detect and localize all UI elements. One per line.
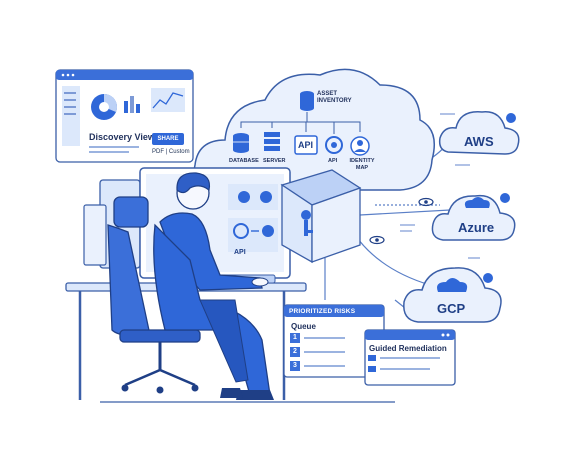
office-chair [107,196,201,394]
inventory-item-identity-map: IDENTITY MAP [349,158,375,171]
aws-cloud [438,111,520,155]
cloud-label-azure: Azure [458,220,495,235]
asset-cloud [193,68,435,191]
database-cylinder-icon [300,91,314,111]
user-icon [350,136,370,156]
eye-icon [418,197,434,207]
risks-header: PRIORITIZED RISKS [289,308,356,315]
monitor-api-label: API [234,249,246,256]
key-icon [301,210,311,220]
risks-panel [283,304,385,378]
queue-item-number: 2 [290,347,300,357]
person [153,172,274,400]
queue-item-number: 3 [290,361,300,371]
inventory-icons [233,91,370,156]
inventory-item-database: DATABASE [229,158,259,164]
cloud-label-gcp: GCP [437,301,466,316]
remediation-panel [364,329,456,386]
inventory-item-api-gear: API [328,158,338,164]
inventory-title: ASSET INVENTORY [317,91,352,104]
queue-item-number: 1 [290,333,300,343]
vault-cube [280,169,362,264]
queue-title: Queue [291,322,316,331]
export-label: PDF | Custom [152,149,190,155]
server-icon [264,132,280,151]
inventory-item-server: SERVER [263,158,286,164]
gcp-cloud [403,267,502,323]
gear-icon [325,136,343,154]
remediation-title: Guided Remediation [369,344,447,353]
database-icon [233,133,249,153]
azure-cloud [431,193,516,241]
detail-lines [400,113,480,259]
dashboard-title: Discovery View [89,132,155,142]
api-box-icon [294,135,318,155]
share-button[interactable]: SHARE [152,133,184,145]
inventory-item-api: API [298,140,314,150]
cloud-label-aws: AWS [464,134,494,149]
eye-icon [369,235,385,245]
